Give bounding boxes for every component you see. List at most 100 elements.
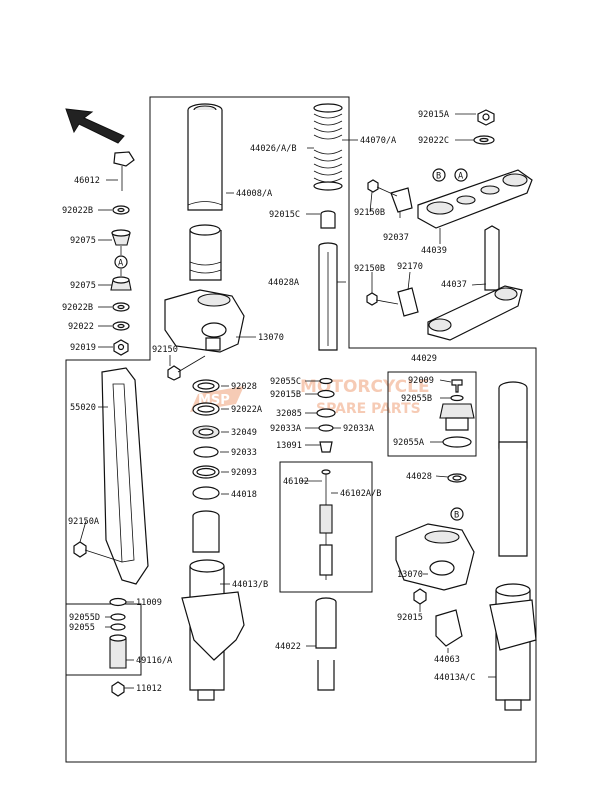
label-44008: 44008/A <box>236 189 273 199</box>
callout-a-top: A <box>454 168 468 182</box>
part-92170-clamp[interactable] <box>397 287 419 317</box>
label-92015C: 92015C <box>269 210 300 220</box>
part-92022B-washer-2[interactable] <box>112 302 130 312</box>
part-92055A-oring[interactable] <box>442 436 472 448</box>
part-92022B-washer[interactable] <box>112 205 130 215</box>
label-92022A: 92022A <box>231 405 263 415</box>
part-92015C-collar[interactable] <box>320 210 336 229</box>
label-32049: 32049 <box>231 428 257 438</box>
label-92022C: 92022C <box>418 136 449 146</box>
label-44013B: 44013/B <box>232 580 268 590</box>
label-44028: 44028 <box>406 472 432 482</box>
callout-b-top: B <box>432 168 446 182</box>
label-44026: 44026/A/B <box>250 144 297 154</box>
label-92150B-2: 92150B <box>354 264 385 274</box>
label-92033A: 92033A <box>270 424 302 434</box>
label-46102: 46102 <box>283 477 309 487</box>
part-13070-lower-bracket[interactable] <box>164 289 245 353</box>
front-direction-arrow-icon <box>65 108 125 144</box>
part-92015B-nut[interactable] <box>317 389 335 399</box>
label-92015: 92015 <box>397 613 423 623</box>
label-11009: 11009 <box>136 598 162 608</box>
part-92022C-washer[interactable] <box>473 135 495 145</box>
label-92055A: 92055A <box>393 438 425 448</box>
leader-lines <box>79 113 496 689</box>
part-labels: 46012 92022B 92075 92075 92022B 92022 92… <box>62 110 475 694</box>
part-92022-washer[interactable] <box>112 321 130 331</box>
label-92150B: 92150B <box>354 208 385 218</box>
label-92055: 92055 <box>69 623 95 633</box>
part-44022-spring-guide[interactable] <box>315 597 337 691</box>
part-44013B-outer-tube[interactable] <box>181 510 245 701</box>
part-46012-bolt[interactable] <box>113 151 135 191</box>
part-92019-nut[interactable] <box>113 339 129 356</box>
label-44013AC: 44013A/C <box>434 673 475 683</box>
label-49116: 49116/A <box>136 656 173 666</box>
part-44063-guide[interactable] <box>435 609 463 647</box>
part-44039-upper-bracket[interactable] <box>417 169 533 229</box>
svg-text:B: B <box>436 172 441 182</box>
part-32085-cylinder[interactable] <box>316 408 336 418</box>
assembly-frames <box>65 96 537 763</box>
part-92022A-washer[interactable] <box>192 402 220 416</box>
part-13070-lower-bracket-2[interactable] <box>395 523 475 591</box>
label-92022: 92022 <box>68 322 94 332</box>
label-44063: 44063 <box>434 655 460 665</box>
part-92055-oring[interactable] <box>110 623 126 631</box>
part-11012-gasket[interactable] <box>111 681 125 697</box>
label-44029: 44029 <box>411 354 437 364</box>
part-44018-bushing[interactable] <box>192 486 220 500</box>
label-92033A-2: 92033A <box>343 424 375 434</box>
label-92022B: 92022B <box>62 206 93 216</box>
label-44037: 44037 <box>441 280 467 290</box>
part-92150B-bolt-1[interactable] <box>367 179 398 197</box>
part-92033A-snapring[interactable] <box>318 424 334 432</box>
label-13091: 13091 <box>276 441 302 451</box>
part-92015A-nut[interactable] <box>477 109 495 126</box>
watermark-sub: SPARE PARTS <box>316 401 421 417</box>
part-11009-gasket[interactable] <box>109 597 127 607</box>
part-55020-fork-guard[interactable] <box>101 367 149 585</box>
part-44008-inner-tube[interactable] <box>187 103 223 281</box>
part-92055B-oring[interactable] <box>450 394 464 402</box>
svg-text:A: A <box>118 259 124 269</box>
part-32049-oil-seal[interactable] <box>192 425 220 439</box>
part-92093-bushing[interactable] <box>192 465 220 479</box>
part-92075-cap[interactable] <box>111 229 131 246</box>
label-92075-2: 92075 <box>70 281 96 291</box>
part-92055C-oring[interactable] <box>319 377 333 385</box>
label-92055C: 92055C <box>270 377 301 387</box>
part-13091-cap[interactable] <box>319 441 333 453</box>
part-44028A-spacer-pipe[interactable] <box>318 242 338 351</box>
part-44028-spacer[interactable] <box>447 473 467 483</box>
part-92033-circlip[interactable] <box>193 446 219 458</box>
part-92009-screw[interactable] <box>451 379 463 393</box>
part-92055D-oring[interactable] <box>110 613 126 621</box>
part-46102-damper-rod[interactable] <box>319 469 333 580</box>
label-92015A: 92015A <box>418 110 450 120</box>
label-44022: 44022 <box>275 642 301 652</box>
label-55020: 55020 <box>70 403 96 413</box>
label-92028: 92028 <box>231 382 257 392</box>
part-92075-cap-2[interactable] <box>110 276 132 291</box>
part-44013AC-outer-tube[interactable] <box>489 381 537 711</box>
part-92150-bolt[interactable] <box>167 355 206 381</box>
label-92170: 92170 <box>397 262 423 272</box>
label-92075: 92075 <box>70 236 96 246</box>
part-44026-spring[interactable] <box>313 103 343 191</box>
label-44070: 44070/A <box>360 136 397 146</box>
label-13070: 13070 <box>258 333 284 343</box>
part-44037-steering-stem[interactable] <box>427 225 523 341</box>
part-44029-cap-bolt[interactable] <box>439 403 475 431</box>
part-92015-nut[interactable] <box>413 588 427 605</box>
label-46102AB: 46102A/B <box>340 489 381 499</box>
part-92150B-bolt-2[interactable] <box>366 292 399 306</box>
part-92028-seal[interactable] <box>192 379 220 393</box>
label-46012: 46012 <box>74 176 100 186</box>
svg-text:B: B <box>454 511 459 521</box>
part-49116-valve[interactable] <box>109 634 127 669</box>
label-32085: 32085 <box>276 409 302 419</box>
label-44018: 44018 <box>231 490 257 500</box>
part-92037-clamp[interactable] <box>390 187 413 213</box>
